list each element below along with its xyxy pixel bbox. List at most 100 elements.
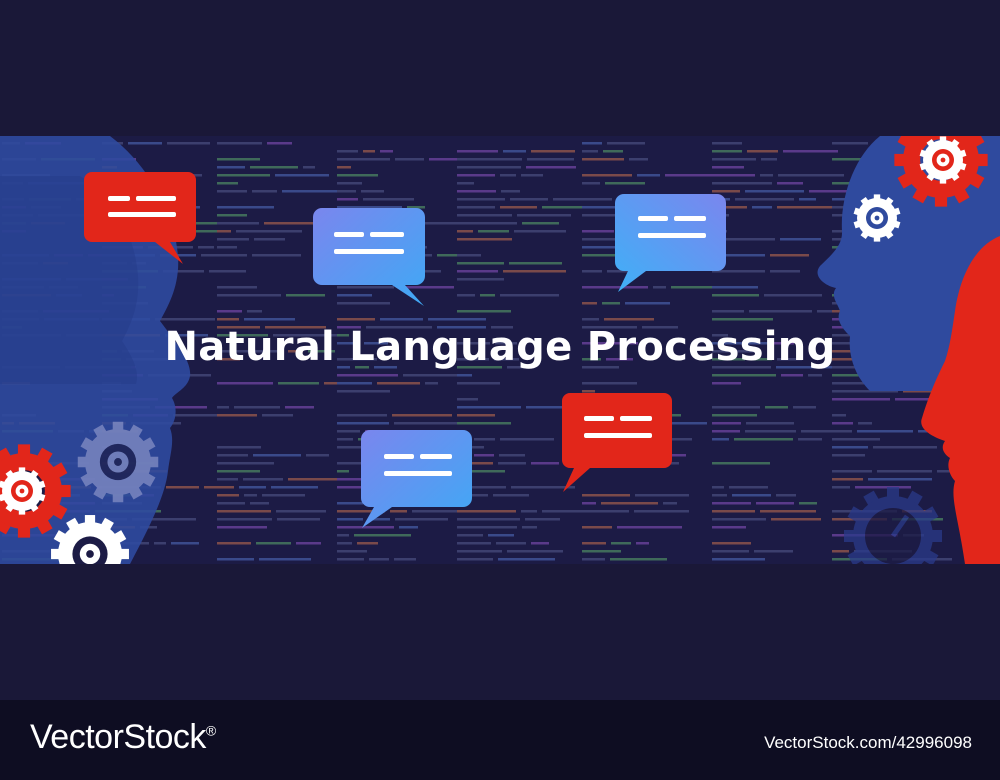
code-line (374, 366, 397, 369)
code-line (166, 486, 199, 489)
code-line (637, 174, 660, 177)
code-line (217, 286, 257, 289)
code-line (217, 526, 267, 529)
code-line (217, 174, 270, 177)
code-line (712, 438, 729, 441)
code-line (407, 206, 425, 209)
code-line (337, 438, 353, 441)
code-line (217, 462, 274, 465)
code-line (582, 158, 624, 161)
code-line (503, 150, 526, 153)
code-line (128, 142, 162, 145)
code-line (480, 294, 495, 297)
code-line (132, 518, 196, 521)
code-line (217, 182, 238, 185)
code-line (712, 206, 747, 209)
code-line (582, 214, 636, 217)
code-line (510, 198, 548, 201)
code-line (603, 150, 623, 153)
code-line (582, 174, 632, 177)
code-line (712, 142, 742, 145)
code-line (457, 238, 512, 241)
code-line (163, 270, 204, 273)
code-line (712, 190, 740, 193)
code-line (277, 518, 320, 521)
code-line (776, 366, 840, 369)
code-line (243, 478, 283, 481)
code-line (457, 198, 505, 201)
code-line (604, 318, 654, 321)
code-line (457, 558, 493, 561)
code-line (204, 486, 225, 489)
code-line (582, 382, 637, 385)
code-line (457, 174, 495, 177)
code-line (857, 430, 913, 433)
code-line (288, 478, 344, 481)
code-line (745, 430, 796, 433)
code-line (712, 294, 759, 297)
code-line (749, 310, 812, 313)
code-line (644, 422, 707, 425)
nlp-banner: Natural Language Processing (0, 136, 1000, 564)
code-line (217, 230, 231, 233)
code-line (780, 238, 821, 241)
code-line (756, 502, 794, 505)
code-line (457, 230, 473, 233)
code-line (712, 510, 755, 513)
footer-bar: VectorStock® VectorStock.com/42996098 (0, 700, 1000, 780)
code-line (809, 190, 860, 193)
code-line (582, 542, 606, 545)
code-line (765, 406, 788, 409)
vectorstock-logo[interactable]: VectorStock® (30, 718, 216, 757)
code-line (457, 150, 498, 153)
code-line (457, 166, 521, 169)
code-line (457, 278, 504, 281)
code-line (712, 422, 741, 425)
code-line (217, 254, 247, 257)
code-line (337, 294, 372, 297)
code-line (582, 342, 638, 345)
code-line (832, 438, 880, 441)
code-line (337, 390, 390, 393)
code-line (525, 518, 560, 521)
code-line (457, 518, 520, 521)
code-line (457, 366, 502, 369)
code-line (746, 422, 794, 425)
code-line (770, 254, 809, 257)
code-line (582, 358, 601, 361)
code-line (296, 542, 321, 545)
code-line (337, 342, 359, 345)
code-line (337, 318, 375, 321)
code-line (582, 550, 621, 553)
code-line (712, 414, 757, 417)
code-line (777, 358, 802, 361)
code-line (394, 558, 416, 561)
right-head-profile-red (921, 236, 1000, 564)
code-line (217, 222, 259, 225)
code-line (777, 206, 840, 209)
banner-title: Natural Language Processing (164, 324, 836, 370)
code-line (355, 366, 369, 369)
code-line (363, 150, 375, 153)
code-line (781, 374, 803, 377)
code-line (625, 302, 670, 305)
code-line (337, 534, 349, 537)
code-line (357, 542, 378, 545)
code-line (457, 326, 486, 329)
code-line (399, 526, 418, 529)
code-line (337, 206, 402, 209)
code-line (428, 318, 486, 321)
code-line (712, 526, 746, 529)
code-line (629, 158, 648, 161)
code-line (582, 150, 598, 153)
code-line (217, 206, 274, 209)
code-line (337, 502, 363, 505)
code-line (712, 542, 751, 545)
code-line (217, 414, 257, 417)
code-line (734, 438, 793, 441)
code-line (457, 358, 489, 361)
code-line (582, 526, 612, 529)
code-line (653, 286, 666, 289)
code-line (457, 190, 496, 193)
code-line (457, 382, 500, 385)
